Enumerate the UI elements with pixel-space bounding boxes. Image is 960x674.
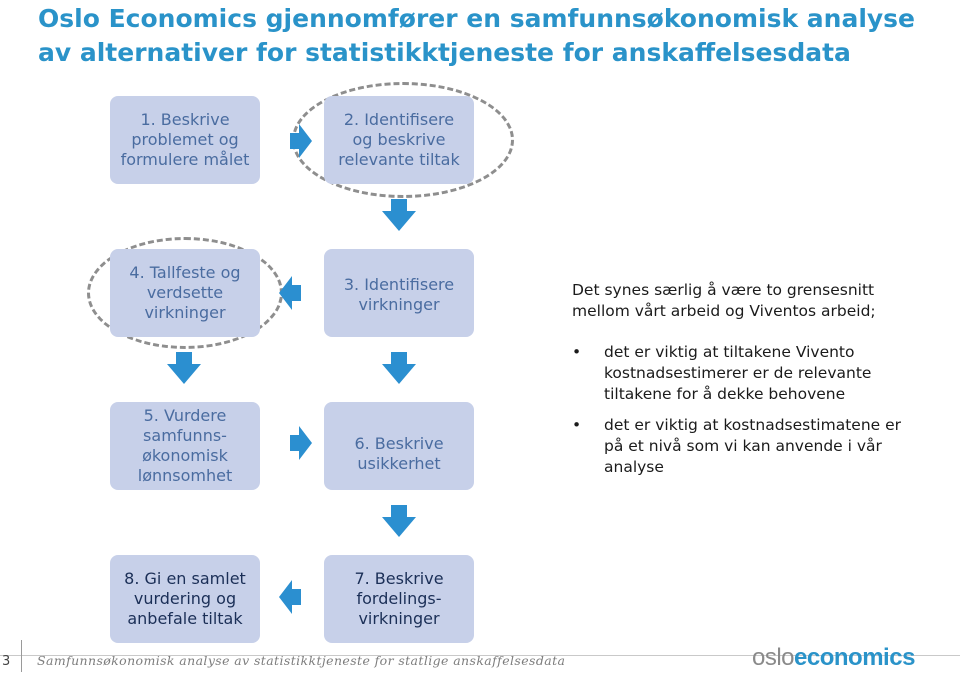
step-8-box: 8. Gi en samlet vurdering og anbefale ti… [110,555,260,643]
arrow-down-icon [382,199,416,231]
step-2-box: 2. Identifisere og beskrive relevante ti… [324,96,474,184]
company-logo: osloeconomics [752,643,915,673]
footer-text: Samfunnsøkonomisk analyse av statistikkt… [37,653,566,668]
step-1-box: 1. Beskrive problemet og formulere målet [110,96,260,184]
bullet-icon: • [572,343,582,361]
step-7-box: 7. Beskrive fordelings- virkninger [324,555,474,643]
bullet-icon: • [572,416,582,434]
arrow-right-icon [290,426,312,460]
bullet-text: det er viktig at tiltakene Vivento kostn… [604,343,872,403]
arrow-left-icon [279,276,301,310]
step-6-box: 6. Beskrive usikkerhet [324,402,474,490]
arrow-down-icon [382,352,416,384]
arrow-right-icon [290,124,312,158]
arrow-down-icon [382,505,416,537]
step-5-box: 5. Vurdere samfunns- økonomisk lønnsomhe… [110,402,260,490]
interface-notes-panel: Det synes særlig å være to grensesnitt m… [572,280,922,488]
bullet-text: det er viktig at kostnadsestimatene er p… [604,416,902,476]
list-item: • det er viktig at kostnadsestimatene er… [572,415,922,478]
footer-separator [21,640,22,672]
logo-part-oslo: oslo [752,644,795,671]
page-title: Oslo Economics gjennomfører en samfunnsø… [38,4,916,67]
arrow-down-icon [167,352,201,384]
panel-intro: Det synes særlig å være to grensesnitt m… [572,281,876,320]
arrow-left-icon [279,580,301,614]
step-4-box: 4. Tallfeste og verdsette virkninger [110,249,260,337]
list-item: • det er viktig at tiltakene Vivento kos… [572,342,922,405]
step-3-box: 3. Identifisere virkninger [324,249,474,337]
logo-part-economics: economics [794,644,915,671]
page-number: 3 [2,654,11,669]
footer-rule [0,655,960,656]
